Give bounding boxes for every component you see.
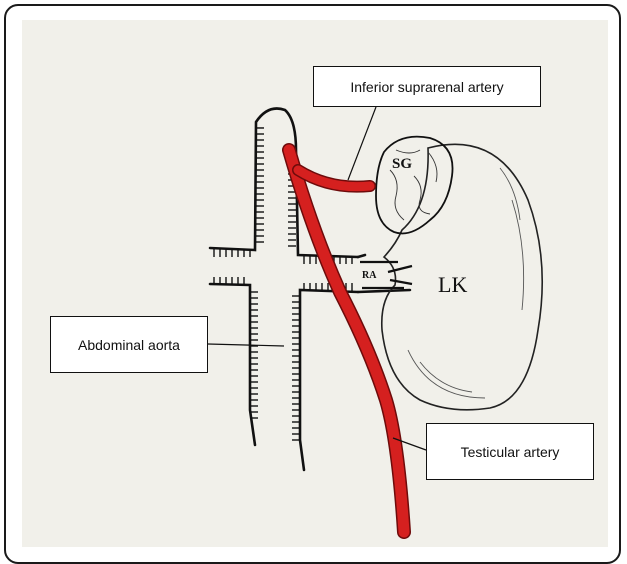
figure: SG RA LK Inferior suprarenal artery Abdo… [0, 0, 627, 547]
label-ra: RA [362, 270, 377, 281]
label-lk: LK [438, 272, 467, 297]
abdominal-aorta-label: Abdominal aorta [78, 337, 180, 353]
testicular-artery-label: Testicular artery [461, 444, 560, 460]
testicular-artery-label-box: Testicular artery [426, 423, 594, 480]
abdominal-aorta-label-box: Abdominal aorta [50, 316, 208, 373]
label-sg: SG [392, 156, 412, 172]
inferior-suprarenal-artery-label-box: Inferior suprarenal artery [313, 66, 541, 107]
inferior-suprarenal-artery-label: Inferior suprarenal artery [350, 79, 503, 95]
